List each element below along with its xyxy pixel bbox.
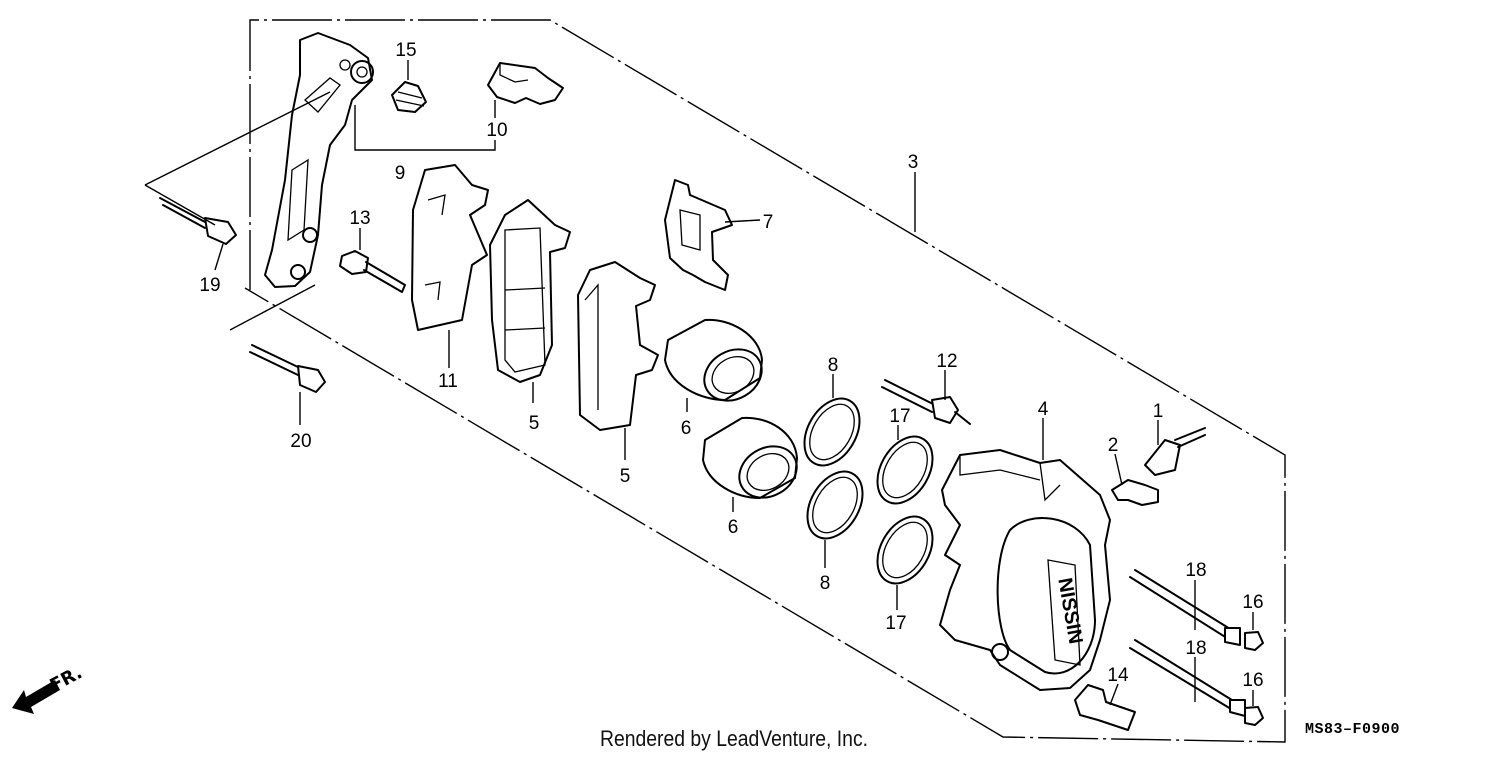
- caliper-bracket[interactable]: [264, 32, 374, 288]
- bleed-valve[interactable]: [1144, 427, 1206, 476]
- piston-seal-lower[interactable]: [866, 507, 944, 593]
- slide-pin-upper[interactable]: [1129, 569, 1241, 646]
- callout-4: 4: [1038, 399, 1049, 420]
- brake-pad-inner[interactable]: [489, 199, 571, 383]
- pad-shim[interactable]: [411, 164, 489, 331]
- callout-17-a: 17: [889, 406, 910, 427]
- leader-lines: [144, 60, 1254, 706]
- diagram-code: MS83–F0900: [1305, 721, 1401, 738]
- callout-2: 2: [1108, 435, 1119, 456]
- callout-7: 7: [763, 212, 774, 233]
- assembly-boundary: [244, 19, 1286, 743]
- bleed-valve-cap[interactable]: [1111, 479, 1159, 506]
- callout-19: 19: [199, 275, 220, 296]
- callout-13: 13: [349, 208, 370, 229]
- dust-seal-upper[interactable]: [793, 389, 871, 475]
- callout-18-b: 18: [1185, 638, 1206, 659]
- pad-spring[interactable]: [664, 179, 733, 291]
- callout-11: 11: [438, 371, 458, 392]
- callout-5-a: 5: [529, 413, 540, 434]
- callout-16-b: 16: [1242, 670, 1263, 691]
- callout-15: 15: [395, 40, 416, 61]
- pin-cap-upper[interactable]: [1244, 631, 1264, 651]
- front-direction-indicator: FR.: [12, 662, 86, 714]
- callout-18-a: 18: [1185, 560, 1206, 581]
- callout-numbers: 1 2 3 4 5 5 6 6 7 8 8 9 10 11 12 13 14 1…: [199, 40, 1263, 691]
- callout-9: 9: [395, 163, 406, 184]
- front-arrow-icon: [12, 680, 60, 714]
- mounting-bolt-lower[interactable]: [249, 344, 326, 393]
- pad-retainer[interactable]: [487, 62, 564, 105]
- dust-seal-lower[interactable]: [796, 462, 874, 548]
- brake-pad-outer[interactable]: [577, 261, 659, 431]
- mounting-bolt-upper[interactable]: [159, 197, 237, 245]
- callout-16-a: 16: [1242, 592, 1263, 613]
- callout-1: 1: [1153, 401, 1164, 422]
- caliper-bolt[interactable]: [1074, 684, 1136, 731]
- pad-pin-13[interactable]: [339, 250, 406, 293]
- callout-3: 3: [908, 152, 919, 173]
- callout-6-a: 6: [681, 418, 692, 439]
- pin-cap-lower[interactable]: [1244, 706, 1264, 726]
- callout-20: 20: [290, 431, 311, 452]
- callout-17-b: 17: [885, 613, 906, 634]
- callout-10: 10: [486, 120, 507, 141]
- callout-14: 14: [1107, 665, 1129, 686]
- callout-5-b: 5: [620, 466, 631, 487]
- piston-seal-upper[interactable]: [866, 427, 944, 513]
- render-credit: Rendered by LeadVenture, Inc.: [600, 726, 869, 751]
- callout-6-b: 6: [728, 517, 739, 538]
- piston-lower[interactable]: [702, 416, 806, 508]
- pad-pin-12[interactable]: [881, 379, 971, 425]
- caliper-body[interactable]: NISSIN: [939, 449, 1111, 691]
- callout-8-a: 8: [828, 355, 839, 376]
- callout-8-b: 8: [820, 573, 831, 594]
- piston-upper[interactable]: [664, 318, 771, 411]
- callout-12: 12: [936, 351, 957, 372]
- bracket-boot[interactable]: [391, 81, 427, 113]
